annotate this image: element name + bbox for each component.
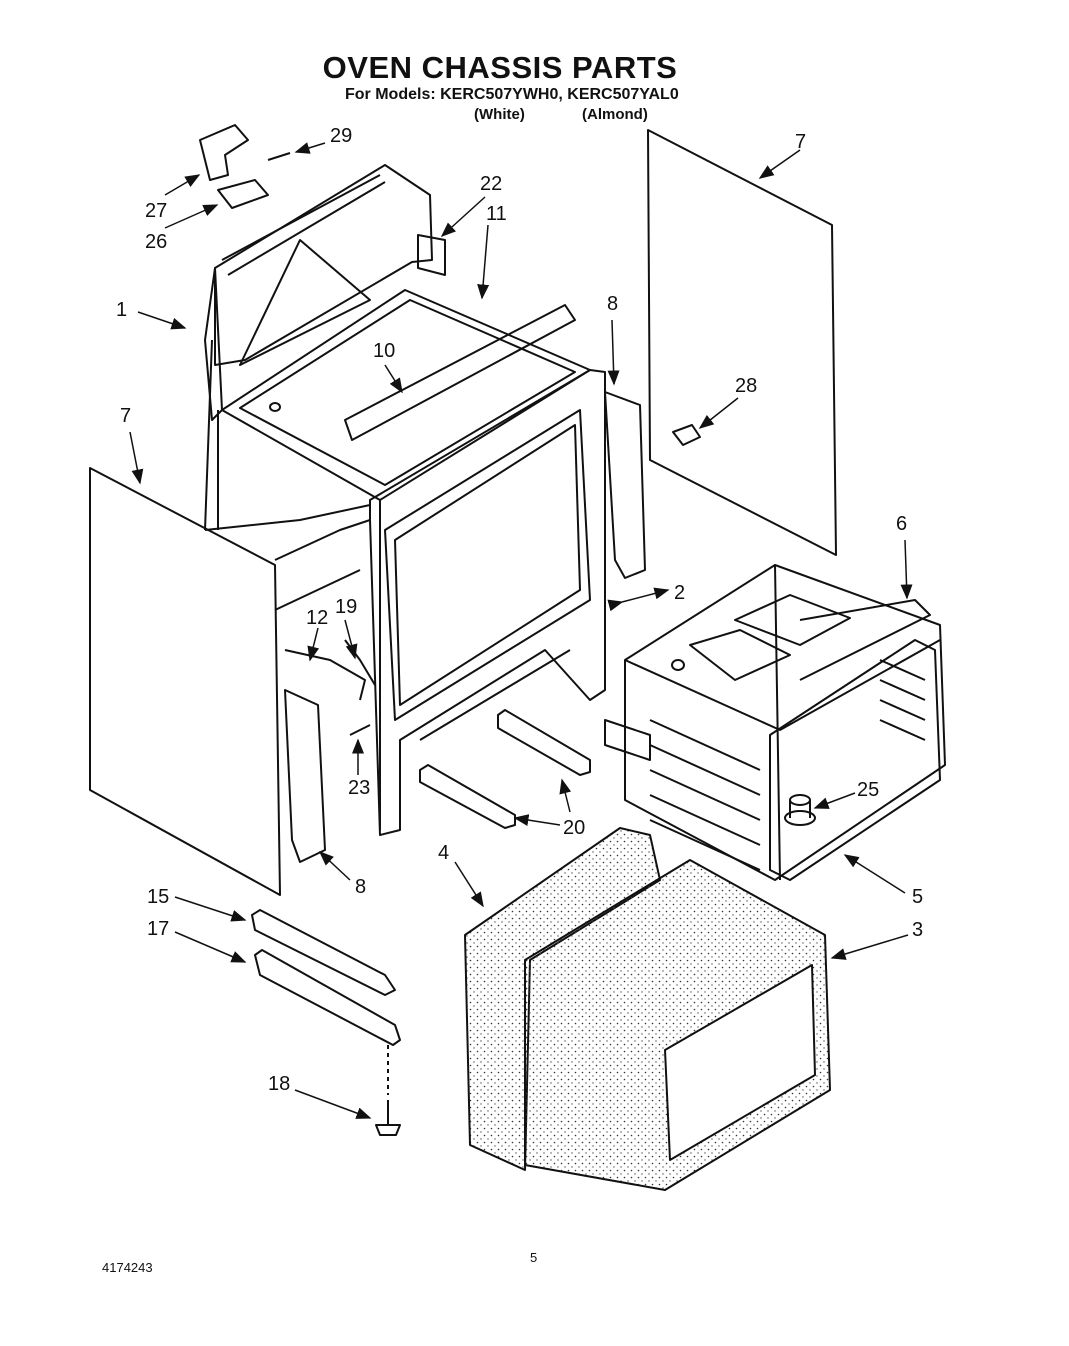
bracket-part-20b <box>497 709 591 776</box>
top-frame <box>221 289 591 501</box>
light-socket-part-25 <box>784 794 816 826</box>
color-almond-label: (Almond) <box>582 106 648 123</box>
page-title: OVEN CHASSIS PARTS <box>322 50 678 85</box>
callout-7-right: 7 <box>795 131 806 153</box>
callout-6: 6 <box>896 513 907 535</box>
oven-rack-part-5 <box>769 599 941 881</box>
callout-3: 3 <box>912 919 923 941</box>
callout-22: 22 <box>480 173 502 195</box>
terminal-part-28 <box>672 424 701 446</box>
bracket-part-20a <box>419 764 516 829</box>
rear-frame-part-1 <box>204 164 433 531</box>
callout-17: 17 <box>147 918 169 940</box>
bracket-part-15 <box>251 909 396 996</box>
front-frame-part-2 <box>369 369 606 836</box>
left-strip-part-8 <box>284 689 326 863</box>
pin-part-29 <box>267 152 291 161</box>
right-strip-part-8 <box>604 391 646 579</box>
leader-lines <box>129 142 913 1119</box>
callout-12: 12 <box>306 607 328 629</box>
page-number: 5 <box>530 1250 538 1265</box>
callout-15: 15 <box>147 886 169 908</box>
right-side-panel-part-7 <box>647 129 837 556</box>
models-subtitle: For Models: KERC507YWH0, KERC507YAL0 <box>345 86 679 103</box>
left-side-panel-part-7 <box>89 467 281 896</box>
callout-28: 28 <box>735 375 757 397</box>
callout-2: 2 <box>674 582 685 604</box>
cross-bar-part-10 <box>344 304 576 441</box>
hinge-part-22 <box>417 234 446 276</box>
callout-10: 10 <box>373 340 395 362</box>
callout-26: 26 <box>145 231 167 253</box>
clip-part-23 <box>349 724 371 736</box>
callout-7-left: 7 <box>120 405 131 427</box>
bracket-part-17 <box>254 949 401 1046</box>
callout-27: 27 <box>145 200 167 222</box>
callout-18: 18 <box>268 1073 290 1095</box>
insulation-opening <box>664 964 816 1161</box>
frame-legs <box>204 504 571 741</box>
callout-4: 4 <box>438 842 449 864</box>
leveling-leg-part-18 <box>375 1045 401 1136</box>
callout-5: 5 <box>912 886 923 908</box>
callout-8-right: 8 <box>607 293 618 315</box>
callout-25: 25 <box>857 779 879 801</box>
callout-29: 29 <box>330 125 352 147</box>
callout-20: 20 <box>563 817 585 839</box>
color-white-label: (White) <box>474 106 525 123</box>
clip-part-27 <box>199 124 249 181</box>
callout-8-left: 8 <box>355 876 366 898</box>
callout-11: 11 <box>486 203 507 225</box>
callout-19: 19 <box>335 596 357 618</box>
callout-1: 1 <box>116 299 127 321</box>
pad-part-26 <box>217 179 269 209</box>
callout-23: 23 <box>348 777 370 799</box>
document-number: 4174243 <box>102 1260 153 1275</box>
oven-cavity-part-6 <box>604 564 946 881</box>
